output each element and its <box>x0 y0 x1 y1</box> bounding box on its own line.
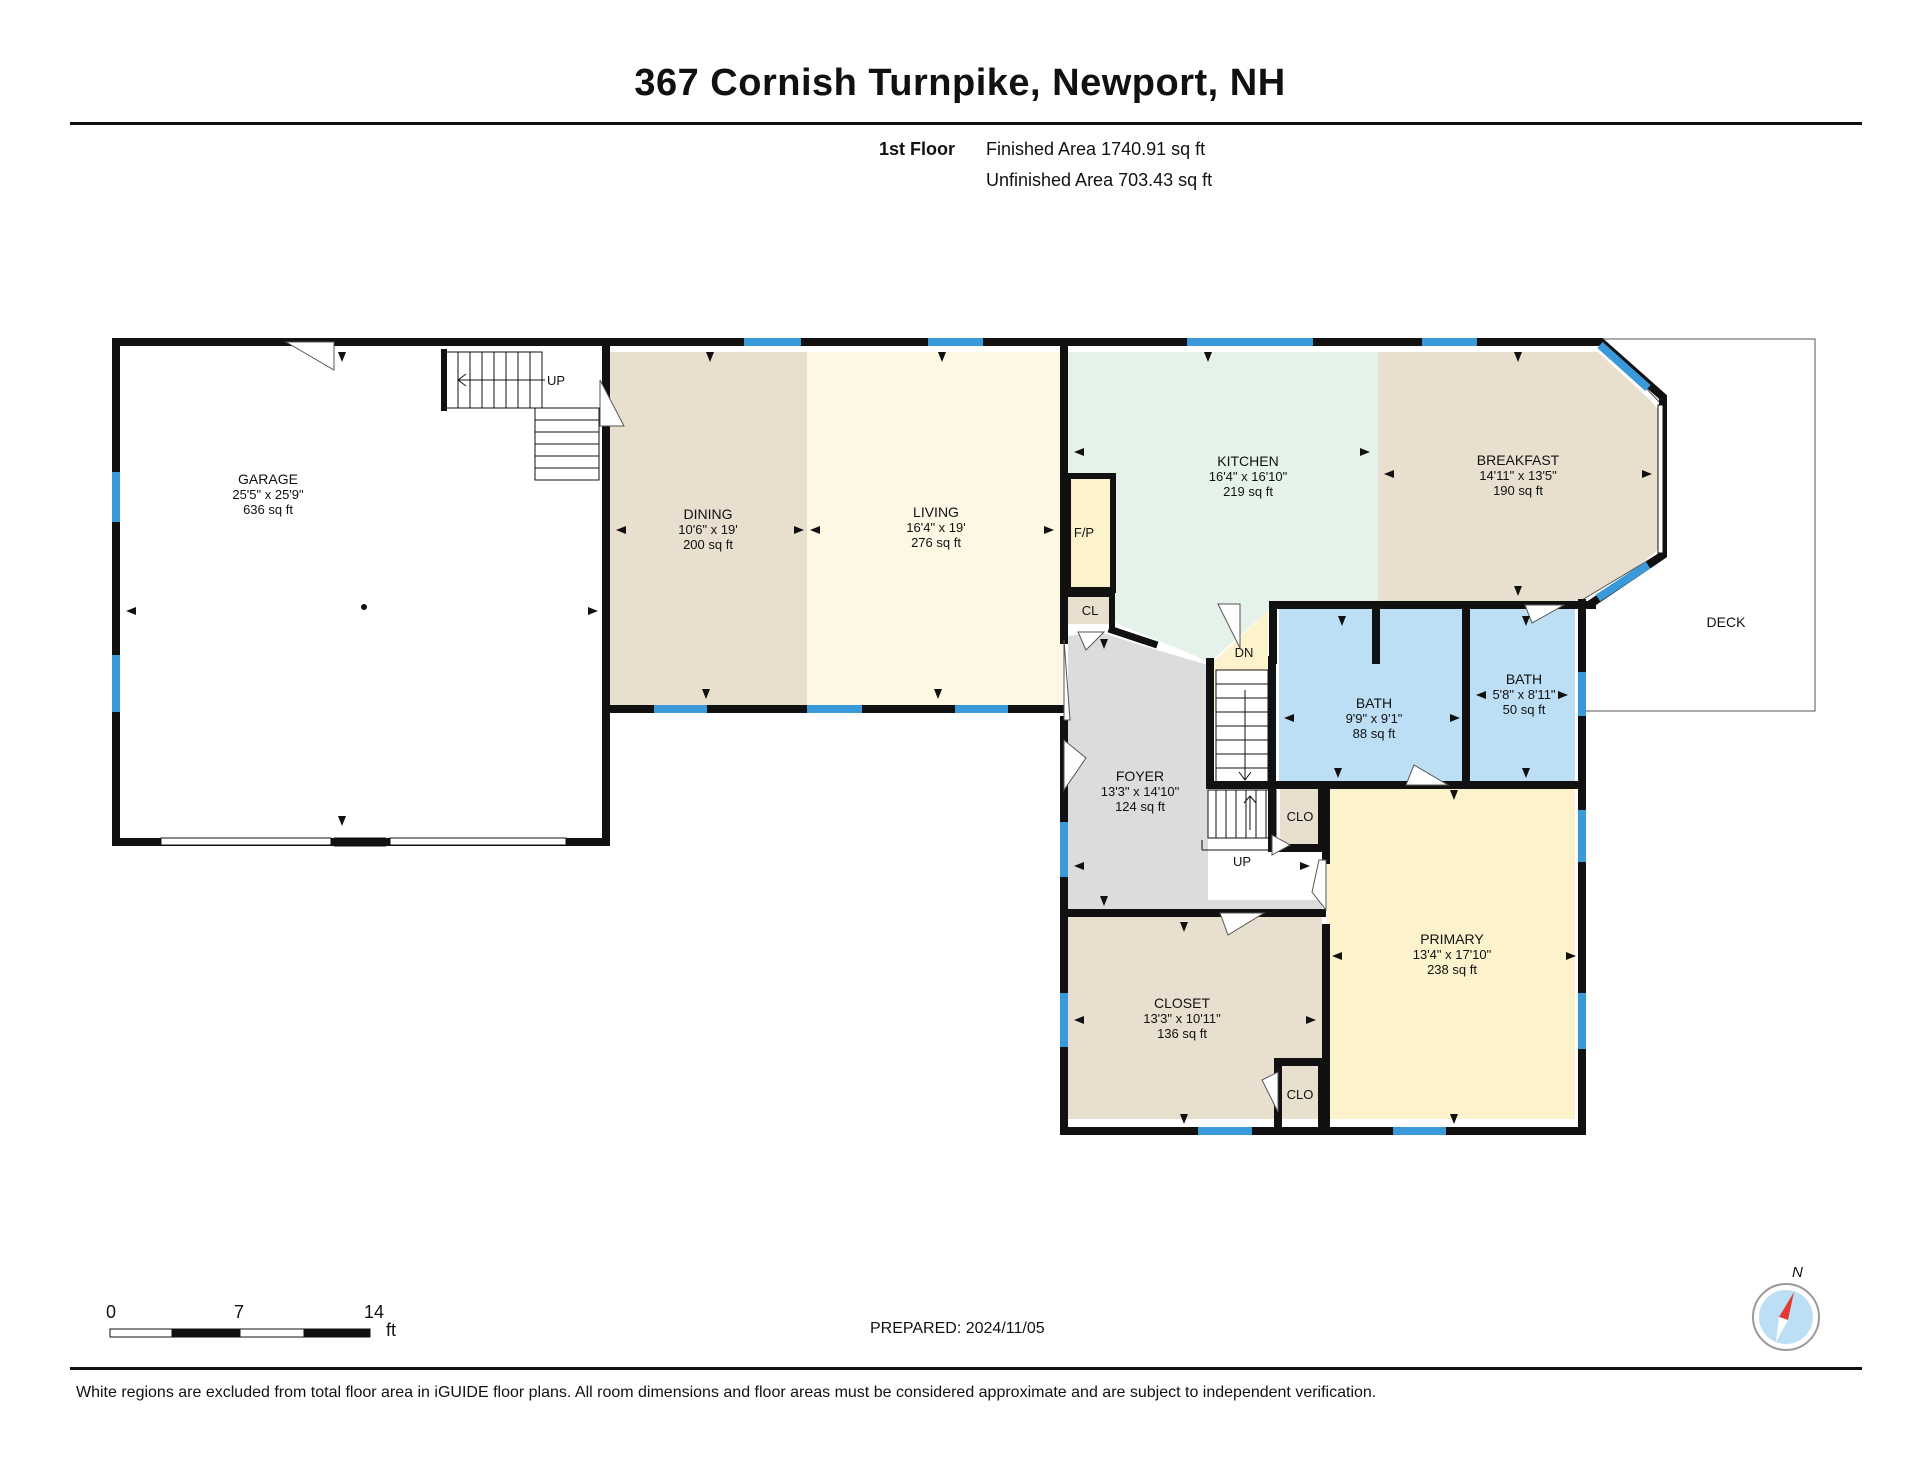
dining-name: DINING <box>684 506 733 522</box>
foyer-stairs <box>1201 669 1277 851</box>
fireplace-fill <box>1070 478 1111 589</box>
stairs-down-label: DN <box>1235 645 1254 660</box>
foyer-name: FOYER <box>1116 768 1164 784</box>
living-name: LIVING <box>913 504 959 520</box>
deck-name: DECK <box>1707 614 1747 630</box>
compass-icon: N <box>1752 1264 1820 1351</box>
bath1-name: BATH <box>1356 695 1392 711</box>
closet-dims: 13'3" x 10'11" <box>1143 1011 1221 1026</box>
scale-tick-14: 14 <box>364 1302 385 1322</box>
garage-name: GARAGE <box>238 471 298 487</box>
floor-label: 1st Floor <box>879 139 956 159</box>
bath2-name: BATH <box>1506 671 1542 687</box>
clo-lower-label: CLO <box>1287 1087 1314 1102</box>
garage-stairs-up-label: UP <box>547 373 565 388</box>
closet-name: CLOSET <box>1154 995 1210 1011</box>
clo-lower-fill <box>1280 1062 1320 1118</box>
breakfast-fill <box>1378 352 1660 604</box>
primary-name: PRIMARY <box>1420 931 1484 947</box>
primary-fill <box>1327 788 1575 1119</box>
prepared-date: PREPARED: 2024/11/05 <box>870 1320 1045 1337</box>
disclaimer-text: White regions are excluded from total fl… <box>76 1384 1377 1401</box>
primary-area: 238 sq ft <box>1427 962 1477 977</box>
closet-area: 136 sq ft <box>1157 1026 1207 1041</box>
bath1-dims: 9'9" x 9'1" <box>1346 711 1403 726</box>
cl-label: CL <box>1082 603 1099 618</box>
compass-north-label: N <box>1792 1264 1803 1281</box>
foyer-stairs-up-label: UP <box>1233 854 1251 869</box>
title-divider <box>70 122 1862 125</box>
living-fill <box>807 352 1064 709</box>
garage-stairs <box>445 351 600 481</box>
living-dims: 16'4" x 19' <box>906 520 965 535</box>
dining-dims: 10'6" x 19' <box>678 522 737 537</box>
doors <box>284 341 1566 1113</box>
glass-panels <box>160 404 1664 846</box>
clo-upper-label: CLO <box>1287 809 1314 824</box>
unfinished-area: Unfinished Area 703.43 sq ft <box>986 170 1213 190</box>
bath1-fill <box>1279 609 1464 781</box>
bath2-fill <box>1469 609 1575 781</box>
bath2-dims: 5'8" x 8'11" <box>1492 687 1555 702</box>
clo-upper-fill <box>1280 786 1324 848</box>
bath2-area: 50 sq ft <box>1503 702 1546 717</box>
breakfast-area: 190 sq ft <box>1493 483 1543 498</box>
bath1-area: 88 sq ft <box>1353 726 1396 741</box>
foyer-area: 124 sq ft <box>1115 799 1165 814</box>
finished-area: Finished Area 1740.91 sq ft <box>986 139 1206 159</box>
dining-fill <box>610 352 807 709</box>
foyer-dims: 13'3" x 14'10" <box>1101 784 1180 799</box>
garage-area: 636 sq ft <box>243 502 293 517</box>
cl-fill <box>1067 594 1112 624</box>
kitchen-fill <box>1068 352 1378 662</box>
primary-dims: 13'4" x 17'10" <box>1413 947 1492 962</box>
scale-bar <box>109 1328 371 1338</box>
scale-tick-7: 7 <box>234 1302 245 1322</box>
kitchen-name: KITCHEN <box>1217 453 1278 469</box>
footer-divider <box>70 1367 1862 1370</box>
windows <box>112 338 1651 1135</box>
fireplace-label: F/P <box>1074 525 1094 540</box>
foyer-fill <box>1068 632 1322 912</box>
breakfast-dims: 14'11" x 13'5" <box>1479 468 1557 483</box>
page-title: 367 Cornish Turnpike, Newport, NH <box>634 62 1286 104</box>
kitchen-dims: 16'4" x 16'10" <box>1209 469 1288 484</box>
kitchen-area: 219 sq ft <box>1223 484 1273 499</box>
room-labels: GARAGE 25'5" x 25'9" 636 sq ft DINING 10… <box>232 373 1746 1102</box>
scale-unit: ft <box>386 1320 397 1340</box>
dining-area: 200 sq ft <box>683 537 733 552</box>
dimension-arrows <box>126 352 1652 1124</box>
garage-dims: 25'5" x 25'9" <box>232 487 304 502</box>
living-area: 276 sq ft <box>911 535 961 550</box>
scale-tick-0: 0 <box>106 1302 117 1322</box>
breakfast-name: BREAKFAST <box>1477 452 1560 468</box>
